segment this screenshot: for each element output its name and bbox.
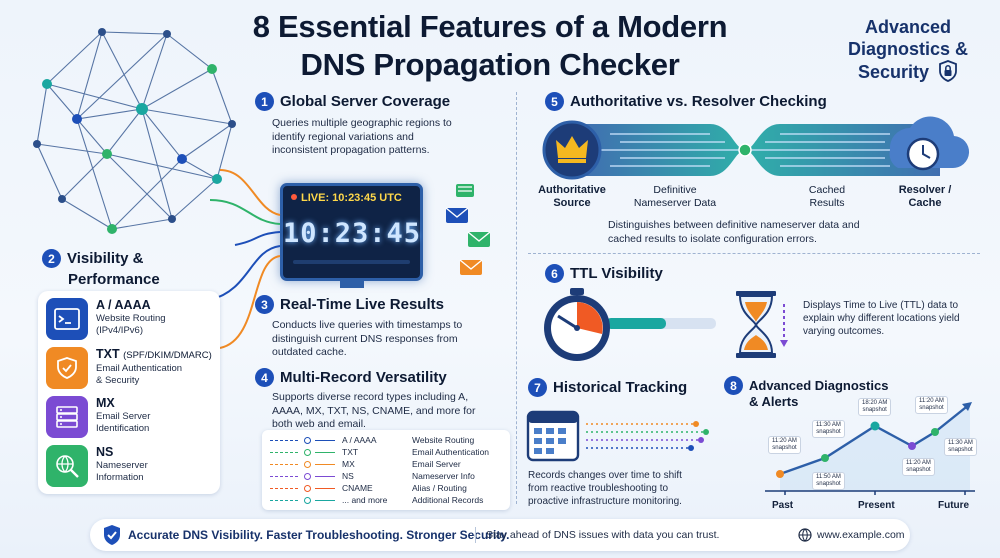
- lock-icon: [939, 60, 957, 82]
- record-dot-icon: [304, 437, 311, 444]
- arrow-icon: [270, 488, 298, 489]
- arrow-icon: [270, 500, 298, 501]
- arrow-icon: [315, 452, 335, 453]
- record-dot-icon: [304, 485, 311, 492]
- server-icon: [46, 396, 88, 438]
- network-globe-illustration: [33, 28, 236, 234]
- record-table-type: CNAME: [342, 483, 373, 493]
- arrow-icon: [270, 440, 298, 441]
- arrow-icon: [270, 452, 298, 453]
- feature-1-description: Queries multiple geographic regions to i…: [272, 117, 452, 156]
- live-monitor: LIVE: 10:23:45 UTC 10:23:45: [280, 183, 423, 281]
- record-table-desc: Alias / Routing: [412, 483, 467, 493]
- arrow-icon: [315, 440, 335, 441]
- stopwatch-icon: [544, 288, 716, 361]
- record-table-desc: Website Routing: [412, 435, 475, 445]
- feature-3-description: Conducts live queries with timestamps to…: [272, 319, 463, 358]
- globe-icon: [798, 528, 812, 542]
- connector-lines: [209, 169, 281, 349]
- section-separator: [528, 253, 980, 254]
- record-table-row: MX Email Server: [270, 459, 500, 471]
- terminal-icon: [46, 298, 88, 340]
- record-table-row: CNAME Alias / Routing: [270, 483, 500, 495]
- monitor-stand: [340, 281, 364, 288]
- record-table-type: TXT: [342, 447, 359, 457]
- record-txt: TXT (SPF/DKIM/DMARC)Email Authentication…: [46, 347, 212, 389]
- feature-4-description: Supports diverse record types including …: [272, 391, 476, 430]
- shield-email-icon: [46, 347, 88, 389]
- record-table-row: ... and more Additional Records: [270, 495, 500, 507]
- record-dot-icon: [304, 461, 311, 468]
- record-table-desc: Nameserver Info: [412, 471, 475, 481]
- arrow-icon: [270, 464, 298, 465]
- hourglass-icon: [736, 291, 788, 358]
- record-table-desc: Email Authentication: [412, 447, 490, 457]
- arrow-icon: [315, 488, 335, 489]
- record-table-row: NS Nameserver Info: [270, 471, 500, 483]
- feature-7-description: Records changes over time to shift from …: [528, 470, 682, 507]
- live-dot-icon: [291, 194, 297, 200]
- record-dot-icon: [304, 497, 311, 504]
- divider: [516, 92, 517, 504]
- page-title: 8 Essential Features of a Modern DNS Pro…: [252, 9, 728, 82]
- record-table-row: TXT Email Authentication: [270, 447, 500, 459]
- timeline-present: Present: [858, 500, 895, 511]
- footer-bar: Accurate DNS Visibility. Faster Troubles…: [90, 519, 910, 551]
- record-table-type: ... and more: [342, 495, 388, 505]
- record-table-row: A / AAAA Website Routing: [270, 435, 500, 447]
- record-table-type: NS: [342, 471, 354, 481]
- record-dot-icon: [304, 473, 311, 480]
- arrow-icon: [315, 500, 335, 501]
- footer-slogan: Accurate DNS Visibility. Faster Troubles…: [128, 528, 510, 542]
- timeline-past: Past: [772, 500, 794, 511]
- record-table-type: MX: [342, 459, 355, 469]
- calendar-history-icon: [526, 410, 709, 462]
- live-badge: LIVE: 10:23:45 UTC: [301, 192, 402, 204]
- record-table-desc: Additional Records: [412, 495, 484, 505]
- authoritative-resolver-flow: [542, 116, 970, 180]
- record-table-desc: Email Server: [412, 459, 461, 469]
- feature-6-description: Displays Time to Live (TTL) data to expl…: [803, 300, 960, 337]
- resolver-cache-label: Resolver /Cache: [898, 184, 952, 209]
- advanced-diagnostics-badge: Advanced Diagnostics & Security: [847, 17, 969, 82]
- timeline-future: Future: [938, 500, 970, 511]
- footer-url[interactable]: www.example.com: [817, 529, 905, 541]
- arrow-icon: [315, 464, 335, 465]
- feature-5-description: Distinguishes between definitive nameser…: [608, 219, 860, 245]
- arrow-icon: [315, 476, 335, 477]
- feature-2-heading-line2: Performance: [68, 271, 160, 288]
- feature-8-heading-line2: & Alerts: [749, 394, 799, 409]
- globe-search-icon: [46, 445, 88, 487]
- shield-check-icon: [104, 525, 120, 545]
- email-icons: [445, 184, 490, 275]
- arrow-icon: [270, 476, 298, 477]
- footer-tagline: Stay ahead of DNS issues with data you c…: [486, 529, 720, 541]
- record-dot-icon: [304, 449, 311, 456]
- live-clock: 10:23:45: [283, 218, 422, 249]
- record-table-type: A / AAAA: [342, 435, 377, 445]
